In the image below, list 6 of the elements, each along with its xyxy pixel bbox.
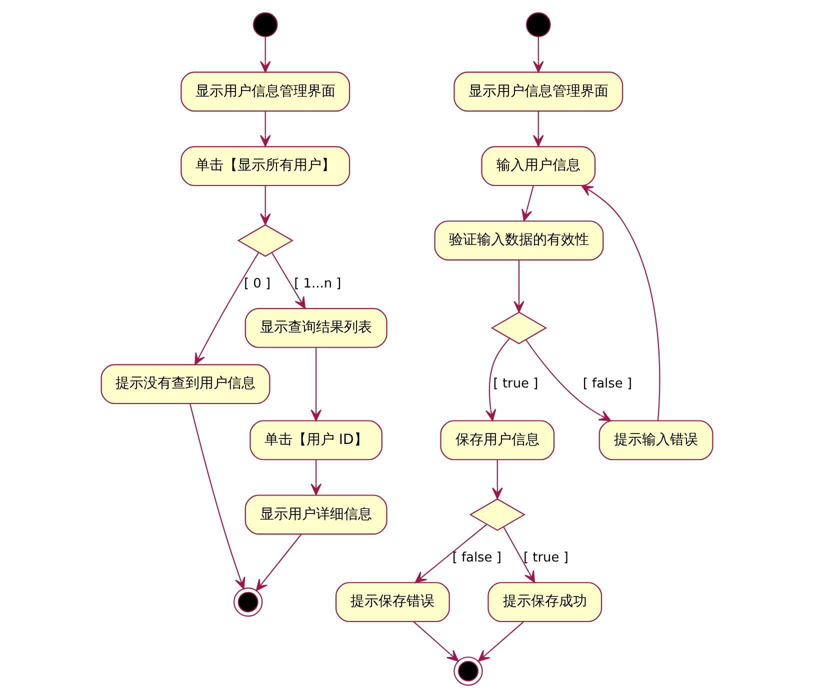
edge-label: [ 1...n ] — [294, 276, 342, 292]
edge-label: [ true ] — [493, 376, 538, 392]
edge-label: [ true ] — [524, 550, 568, 566]
edge-label: [ 0 ] — [244, 276, 271, 292]
edge-label: [ false ] — [452, 550, 502, 566]
edge-label: [ false ] — [582, 376, 632, 392]
